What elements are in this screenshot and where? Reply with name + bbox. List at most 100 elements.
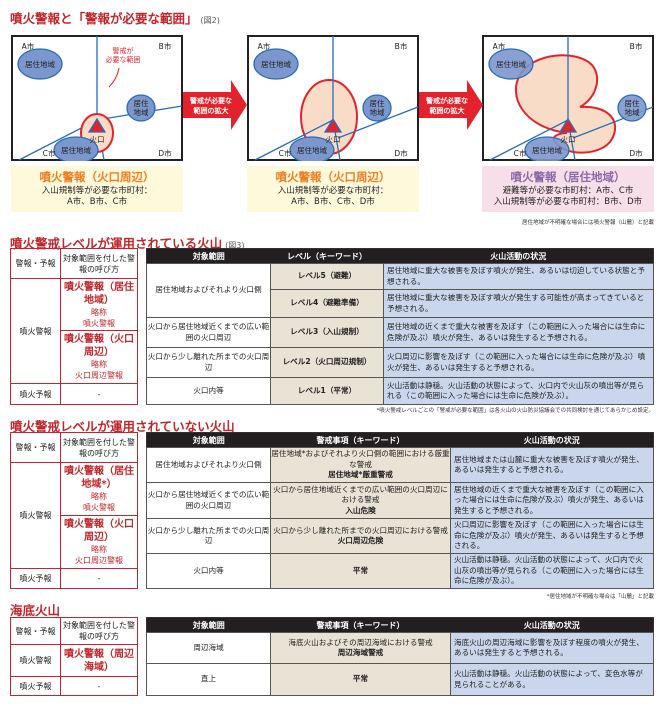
abbr-label: 略称: [91, 492, 107, 501]
status-cell: 火山活動は静穏。火山活動の状態によって、変色水等が見られることがある。: [450, 663, 654, 696]
fig3-title-text: 噴火警戒レベルが運用されている火山: [10, 236, 223, 251]
column-header: 火山活動の状況: [383, 248, 654, 264]
crater-label: 火口: [561, 135, 576, 144]
scope-cell: 火口から居住地域近くまでの広い範囲の火口周辺: [146, 317, 271, 348]
abbr-value: 噴火警報: [83, 503, 115, 512]
status-cell: 火山活動は静穏。火山活動の状態によって、火口内で火山灰の噴出等が見られる（この範…: [450, 553, 654, 589]
alert-keyword: 居住地域*厳重警戒: [328, 470, 393, 480]
panel-2-caption: 噴火警報（火口周辺） 入山規制等が必要な市町村： A市、B市、C市、D市: [247, 166, 419, 212]
level-2: レベル2（火口周辺規制）: [282, 357, 372, 367]
city-b-label: B市: [159, 41, 172, 51]
scope-cell: 火口から少し離れた所までの火口周辺: [146, 347, 271, 378]
scope-cell: 火口内等: [146, 553, 271, 589]
arrow-label: 警戒が必要な: [190, 96, 232, 105]
fig3-levels-table: 対象範囲レベル（キーワード）火山活動の状況 居住地域およびそれより火口側レベル5…: [146, 248, 654, 405]
scope-cell: 居住地域およびそれより火口側: [146, 263, 271, 318]
warning-name: 噴火警報（火口周辺）: [64, 519, 134, 543]
sec4-alerts-table: 対象範囲警戒事項（キーワード）火山活動の状況 周辺海域海底火山およびその周辺海域…: [146, 617, 654, 696]
sec3-footnote: *居住地域が不明確な場合は「山麓」と記載: [546, 594, 654, 600]
residential-area-label: 地域: [370, 107, 385, 117]
crater-label: 火口: [90, 135, 105, 144]
status-cell: 火口周辺に影響を及ぼす（この範囲に入った場合には生命に危険が及ぶ）噴火が発生、あ…: [450, 518, 654, 554]
warning-name-cell: 噴火警報（火口周辺）略称火口周辺警報: [60, 515, 138, 569]
alert-keyword: 火口周辺危険: [337, 536, 384, 545]
expand-arrow-2-icon: 警戒が必要な 範囲の拡大: [419, 80, 483, 130]
table-row: 火口から少し離れた所までの火口周辺 レベル2（火口周辺規制） 火口周辺に影響を及ぼす…: [146, 347, 654, 378]
column-header: 対象範囲: [146, 432, 271, 448]
level-5: レベル5（避難）: [297, 271, 357, 281]
warning-name: 噴火警報（火口周辺）: [275, 170, 391, 184]
arrow-label: 警戒が必要な: [426, 96, 468, 105]
fig3-number: (図3): [225, 241, 245, 250]
column-header: 警戒事項（キーワード）: [270, 432, 451, 448]
scope-cell: 周辺海域: [146, 632, 271, 664]
status-cell: 火山活動は静穏。火山活動の状態によって、火口内で火山灰の噴出等が見られる（この範…: [383, 377, 654, 405]
city-b-label: B市: [630, 41, 643, 51]
city-c-label: C市: [43, 148, 56, 158]
warning-name-cell: 噴火警報（居住地域*）略称噴火警報: [60, 462, 138, 516]
sec4-warning-names-table: 警報・予報対象範囲を付した警報の呼び方 噴火警報噴火警報（周辺海域） 噴火予報-: [10, 617, 138, 696]
sec3-alerts-table: 対象範囲警戒事項（キーワード）火山活動の状況 居住地域およびそれより火口側居住地…: [146, 432, 654, 589]
fig3-title: 噴火警戒レベルが運用されている火山(図3): [10, 233, 244, 252]
forecast-cell: 噴火予報: [10, 383, 61, 405]
level-4: レベル4（避難準備）: [290, 298, 364, 308]
abbr-label: 略称: [91, 360, 107, 369]
alert-keyword: 周辺海域警戒: [337, 648, 384, 657]
sec3-warning-names-table: 警報・予報対象範囲を付した警報の呼び方 噴火警報噴火警報（居住地域*）略称噴火警…: [10, 432, 138, 589]
header-cell: 警報・予報: [10, 617, 61, 645]
city-c-label: C市: [514, 148, 527, 158]
city-a-label: A市: [258, 41, 271, 51]
column-header: 火山活動の状況: [450, 432, 654, 448]
abbr-value: 火口周辺警報: [75, 371, 123, 380]
table-row: 火口から居住地域近くまでの広い範囲の火口周辺 レベル3（入山規制） 居住地域の近くま…: [146, 317, 654, 348]
diagram-panel-2: A市 B市 C市 D市 居住地域 居住 地域 居住地域 火口: [247, 35, 419, 161]
scope-cell: 火口内等: [146, 377, 271, 405]
caption-line: 入山規制等が必要な市町村：B市、D市: [493, 197, 643, 207]
status-cell: 居住地域に重大な被害を及ぼす噴火が発生する可能性が高まってきていると予想される。: [383, 289, 654, 318]
map-diagram-3: A市 B市 C市 D市 居住地域 居住 地域 居住地域 火口: [482, 35, 654, 161]
residential-area-label: 居住: [625, 98, 640, 108]
status-cell: 居住地域の近くまで重大な被害を及ぼす（この範囲に入った場合には生命に危険が及ぶ）…: [383, 317, 654, 348]
city-c-label: C市: [279, 148, 292, 158]
abbr-value: 噴火警報: [83, 318, 115, 328]
city-d-label: D市: [158, 148, 172, 158]
warning-cell: 噴火警報: [10, 278, 61, 384]
column-header: 対象範囲: [146, 617, 271, 633]
table-row: 火口から居住地域近くまでの広い範囲の火口周辺火口から居住地域近くまでの広い範囲の…: [146, 482, 654, 519]
column-header: 警戒事項（キーワード）: [270, 617, 451, 633]
caption-line: A市、B市、C市: [66, 197, 128, 207]
column-header: 対象範囲: [146, 248, 271, 264]
residential-area-label: 地域: [134, 107, 149, 117]
warning-name: 噴火警報（火口周辺）: [39, 170, 155, 184]
abbr-label: 略称: [91, 307, 107, 317]
city-d-label: D市: [629, 148, 643, 158]
arrow-label: 範囲の拡大: [194, 106, 229, 115]
fig2-title-text: 噴火警報と「警報が必要な範囲」: [10, 11, 198, 26]
alert-keyword: 平常: [352, 565, 369, 575]
city-d-label: D市: [394, 148, 408, 158]
fig2-title: 噴火警報と「警報が必要な範囲」(図2): [10, 8, 220, 27]
fig2-footnote: 居住地域が不明確な場合には噴火警報（山麓）と記載: [521, 220, 654, 226]
alert-keyword: 平常: [352, 674, 369, 684]
caption-line: 入山規制等が必要な市町村：: [41, 186, 153, 196]
fig3-footnote: *噴火警戒レベルごとの「警戒が必要な範囲」は各火山の火山防災協議会での共同検討を…: [376, 408, 654, 414]
status-cell: 火口周辺に影響を及ぼす（この範囲に入った場合には生命に危険が及ぶ）噴火が発生、あ…: [383, 347, 654, 378]
status-cell: 居住地域または山麓に重大な被害を及ぼす噴火が発生、あるいは発生すると予想される。: [450, 447, 654, 483]
warning-name-cell: 噴火警報（居住地域）略称噴火警報: [60, 278, 138, 331]
residential-area-label: 居住地域: [496, 59, 526, 69]
header-cell: 対象範囲を付した警報の呼び方: [60, 248, 138, 279]
table-row: 居住地域およびそれより火口側 レベル5（避難） 居住地域に重大な被害を及ぼす噴火が発…: [146, 263, 654, 318]
alert-description: 火口から少し離れた所までの火口周辺における警戒: [273, 525, 448, 535]
city-b-label: B市: [395, 41, 408, 51]
status-cell: 居住地域の近くまで重大な被害を及ぼす（この範囲に入った場合には生命に危険が及ぶ）…: [450, 482, 654, 519]
residential-area-label: 居住地域: [532, 145, 562, 155]
table-row: 直上 平常 火山活動は静穏。火山活動の状態によって、変色水等が見られることがある。: [146, 663, 654, 696]
table-row: 居住地域およびそれより火口側居住地域*およびそれより火口側の範囲における厳重な警…: [146, 447, 654, 483]
level-3: レベル3（入山規制）: [290, 327, 364, 337]
header-cell: 対象範囲を付した警報の呼び方: [60, 617, 138, 645]
arrow-label: 範囲の拡大: [430, 106, 465, 115]
column-header: 火山活動の状況: [450, 617, 654, 633]
warning-cell: 噴火警報: [10, 462, 61, 569]
sec3-title: 噴火警戒レベルが運用されていない火山: [10, 419, 235, 434]
scope-cell: 直上: [146, 663, 271, 696]
